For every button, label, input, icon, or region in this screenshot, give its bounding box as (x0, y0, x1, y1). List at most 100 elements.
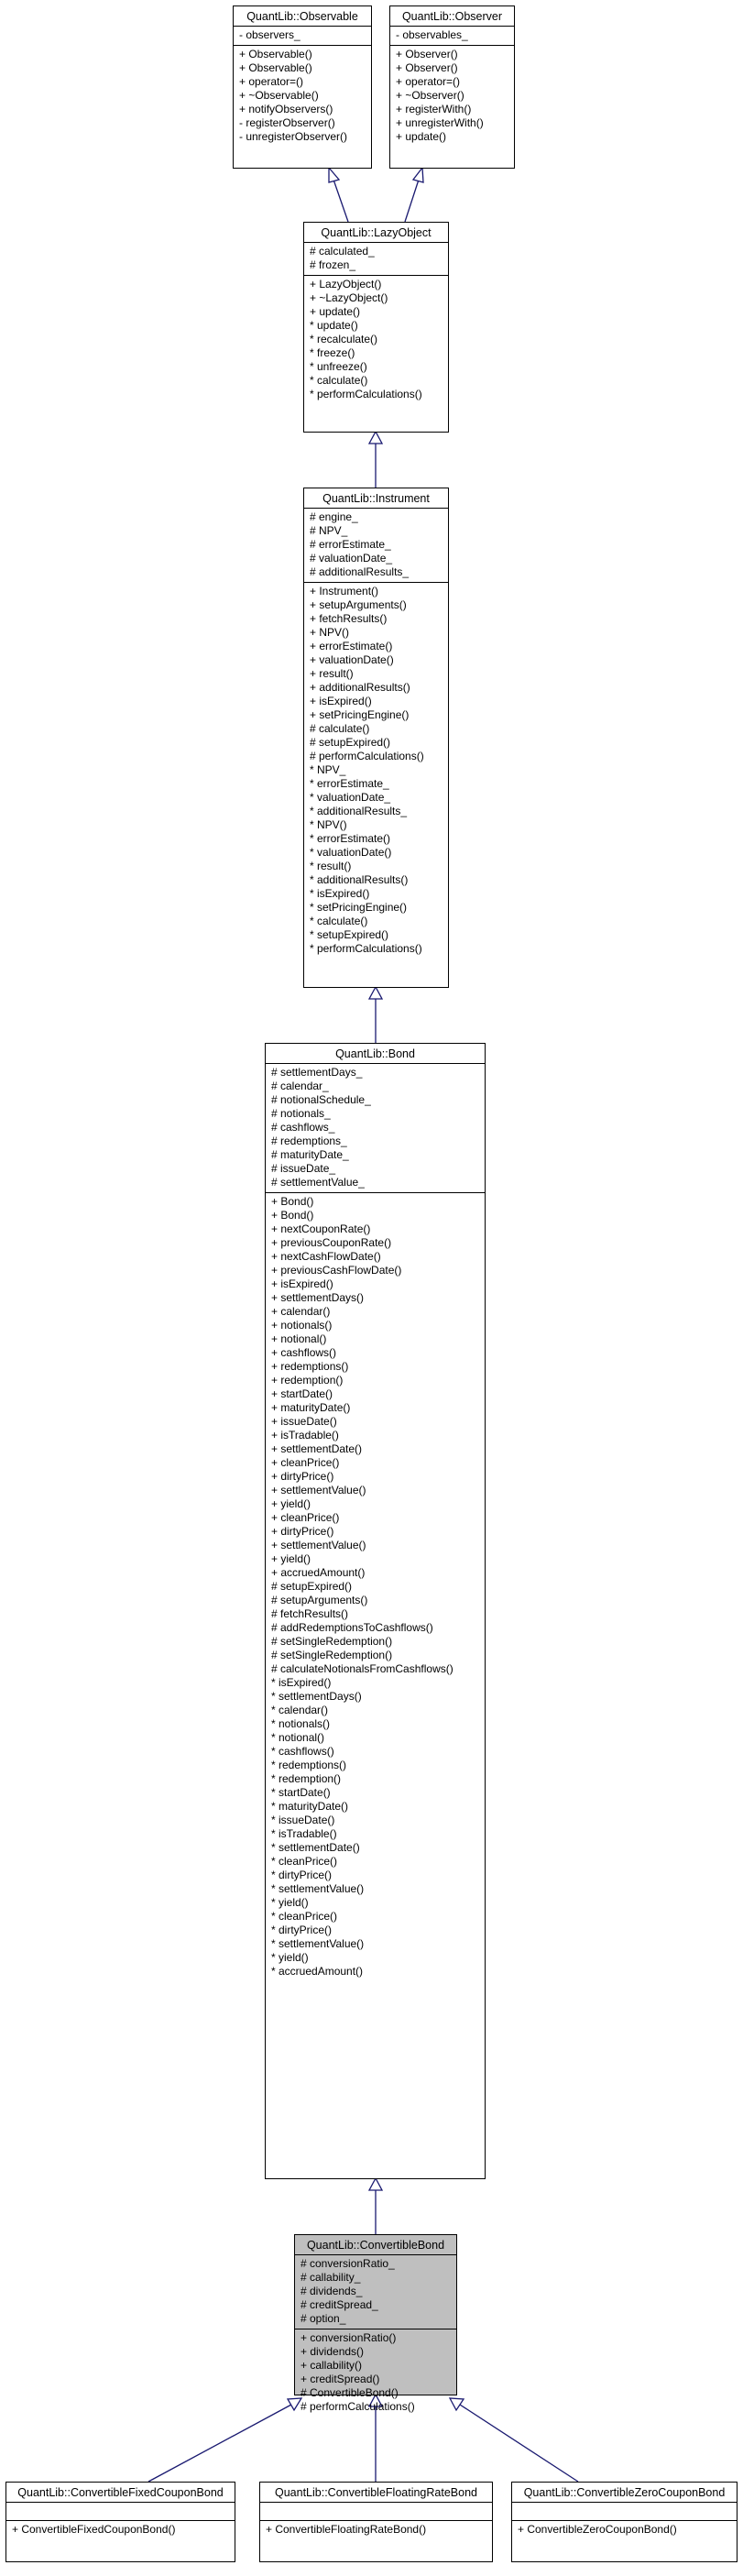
class-name: QuantLib::Bond (266, 1044, 485, 1064)
operation: * settlementValue() (271, 1882, 365, 1895)
attribute: # notionalSchedule_ (271, 1093, 371, 1106)
operation: * settlementDate() (271, 1841, 360, 1854)
operation: + redemption() (271, 1374, 344, 1387)
attribute: - observables_ (396, 28, 468, 41)
operation: + isTradable() (271, 1429, 339, 1441)
operation: + dirtyPrice() (271, 1470, 334, 1483)
attribute: # issueDate_ (271, 1162, 336, 1175)
operation: * calculate() (310, 915, 368, 927)
operation: + notifyObservers() (239, 103, 333, 115)
operation: * performCalculations() (310, 942, 422, 955)
attributes-section: - observers_ (234, 27, 371, 45)
operation: + notional() (271, 1332, 327, 1345)
class-box-observable[interactable]: QuantLib::Observable- observers_+ Observ… (233, 5, 372, 169)
operation: # calculate() (310, 722, 370, 735)
class-box-convertiblebond[interactable]: QuantLib::ConvertibleBond# conversionRat… (294, 2234, 457, 2413)
operation: + setupArguments() (310, 598, 407, 611)
operation: * setPricingEngine() (310, 901, 408, 914)
operation: * settlementDays() (271, 1690, 362, 1703)
operation: * dirtyPrice() (271, 1869, 333, 1881)
arrowhead-observable (328, 166, 341, 183)
operation: + ConvertibleFloatingRateBond() (266, 2523, 427, 2536)
operation: + nextCashFlowDate() (271, 1250, 381, 1263)
operation: + callability() (300, 2359, 363, 2372)
attributes-section: # conversionRatio_# callability_# divide… (295, 2255, 456, 2329)
operation: + setPricingEngine() (310, 708, 410, 721)
operation: * additionalResults_ (310, 805, 408, 817)
operation: + issueDate() (271, 1415, 337, 1428)
operation: + conversionRatio() (300, 2331, 397, 2344)
operation: + Observable() (239, 61, 312, 74)
operation: + creditSpread() (300, 2373, 380, 2385)
operation: # setupExpired() (271, 1580, 353, 1593)
operations-section: + ConvertibleZeroCouponBond() (512, 2520, 737, 2539)
operation: + dividends() (300, 2345, 365, 2358)
operation: + redemptions() (271, 1360, 349, 1373)
attributes-section: # calculated_# frozen_ (304, 243, 448, 275)
operation: * update() (310, 319, 358, 332)
class-name: QuantLib::ConvertibleFixedCouponBond (6, 2483, 235, 2503)
operations-section: + LazyObject()+ ~LazyObject()+ update()*… (304, 275, 448, 404)
operation: + yield() (271, 1497, 311, 1510)
operation: - registerObserver() (239, 116, 335, 129)
operation: + unregisterWith() (396, 116, 484, 129)
operation: * notional() (271, 1731, 325, 1744)
arrowhead-observer (411, 166, 424, 183)
operation: + settlementValue() (271, 1484, 366, 1496)
operation: + yield() (271, 1552, 311, 1565)
operation: + Instrument() (310, 585, 379, 597)
operations-section: + conversionRatio()+ dividends()+ callab… (295, 2329, 456, 2417)
operation: * unfreeze() (310, 360, 367, 373)
operation: # ConvertibleBond() (300, 2386, 399, 2399)
attribute: # errorEstimate_ (310, 538, 391, 551)
operation: + errorEstimate() (310, 640, 393, 652)
class-box-lazyobject[interactable]: QuantLib::LazyObject# calculated_# froze… (303, 222, 449, 433)
arrowhead-instrument (367, 985, 384, 1000)
operation: + Observer() (396, 61, 458, 74)
operation: + cleanPrice() (271, 1456, 340, 1469)
class-box-zerocoupon[interactable]: QuantLib::ConvertibleZeroCouponBond+ Con… (511, 2482, 738, 2562)
class-name: QuantLib::Observable (234, 6, 371, 27)
attribute: # notionals_ (271, 1107, 331, 1120)
operation: # setupExpired() (310, 736, 391, 749)
class-box-fixedcoupon[interactable]: QuantLib::ConvertibleFixedCouponBond+ Co… (5, 2482, 235, 2562)
operation: * cleanPrice() (271, 1910, 338, 1923)
arrowhead-convertiblebond-left (286, 2397, 303, 2412)
edge-fixedcoupon-convertiblebond (148, 2404, 292, 2483)
class-box-floatingrate[interactable]: QuantLib::ConvertibleFloatingRateBond+ C… (259, 2482, 493, 2562)
attribute: # calendar_ (271, 1080, 329, 1092)
operation: + operator=() (239, 75, 304, 88)
operation: + isExpired() (310, 695, 372, 707)
operation: * settlementValue() (271, 1937, 365, 1950)
operation: * isExpired() (271, 1676, 332, 1689)
operation: * errorEstimate() (310, 832, 391, 845)
operation: # setSingleRedemption() (271, 1635, 393, 1648)
attribute: # settlementDays_ (271, 1066, 363, 1079)
operation: + ConvertibleFixedCouponBond() (12, 2523, 176, 2536)
operation: + settlementValue() (271, 1539, 366, 1551)
class-name: QuantLib::ConvertibleFloatingRateBond (260, 2483, 492, 2503)
operation: - unregisterObserver() (239, 130, 348, 143)
operation: + isExpired() (271, 1277, 333, 1290)
class-box-instrument[interactable]: QuantLib::Instrument# engine_# NPV_# err… (303, 488, 449, 988)
operation: * calendar() (271, 1704, 329, 1716)
operation: * calculate() (310, 374, 368, 387)
operation: * dirtyPrice() (271, 1924, 333, 1936)
attribute: # conversionRatio_ (300, 2257, 395, 2270)
attribute: # redemptions_ (271, 1135, 347, 1147)
operation: + LazyObject() (310, 278, 382, 290)
operation: # setupArguments() (271, 1594, 368, 1606)
operation: * freeze() (310, 346, 355, 359)
edge-zerocoupon-convertiblebond (459, 2404, 579, 2483)
operation: * NPV() (310, 818, 347, 831)
operation: # fetchResults() (271, 1607, 349, 1620)
attribute: # engine_ (310, 510, 358, 523)
operation: + ~Observer() (396, 89, 464, 102)
operation: + cleanPrice() (271, 1511, 340, 1524)
operation: + NPV() (310, 626, 350, 639)
operation: + ~Observable() (239, 89, 319, 102)
class-box-observer[interactable]: QuantLib::Observer- observables_+ Observ… (389, 5, 515, 169)
operation: * cleanPrice() (271, 1855, 338, 1868)
operation: + nextCouponRate() (271, 1222, 371, 1235)
class-box-bond[interactable]: QuantLib::Bond# settlementDays_# calenda… (265, 1043, 486, 2179)
